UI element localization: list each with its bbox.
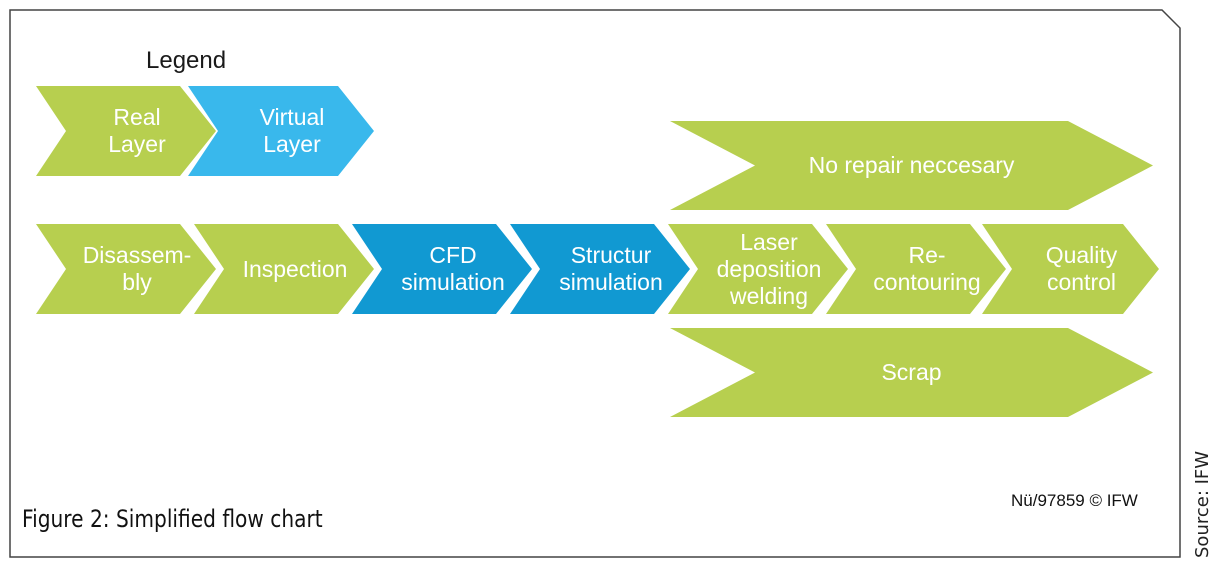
step-inspection: Inspection — [194, 224, 374, 314]
step-cfd-simulation-label: CFD simulation — [401, 242, 505, 295]
step-laser-deposition-welding-label: Laser deposition welding — [716, 228, 822, 309]
step-structur-simulation-label: Structur simulation — [559, 242, 663, 295]
step-recontouring-label: Re- contouring — [873, 242, 981, 295]
figure-caption: Figure 2: Simplified flow chart — [22, 505, 323, 533]
legend-title: Legend — [146, 47, 227, 74]
source-credit: Source: IFW — [1192, 450, 1210, 558]
step-recontouring: Re- contouring — [826, 224, 1006, 314]
copyright-note: Nü/97859 © IFW — [1011, 491, 1138, 510]
step-quality-control-label: Quality control — [1045, 242, 1118, 295]
outcome-scrap-label: Scrap — [881, 359, 942, 385]
legend-real-layer: Real Layer — [36, 86, 216, 176]
step-disassembly-label: Disassem- bly — [82, 242, 192, 295]
step-laser-deposition-welding: Laser deposition welding — [668, 224, 848, 314]
legend-virtual-layer: Virtual Layer — [188, 86, 374, 176]
step-disassembly: Disassem- bly — [36, 224, 216, 314]
step-inspection-label: Inspection — [242, 255, 348, 282]
step-structur-simulation: Structur simulation — [510, 224, 690, 314]
legend-virtual-layer-label: Virtual Layer — [259, 104, 325, 157]
outcome-no-repair-label: No repair neccesary — [808, 152, 1015, 178]
step-cfd-simulation: CFD simulation — [352, 224, 532, 314]
legend-real-layer-label: Real Layer — [108, 104, 166, 157]
